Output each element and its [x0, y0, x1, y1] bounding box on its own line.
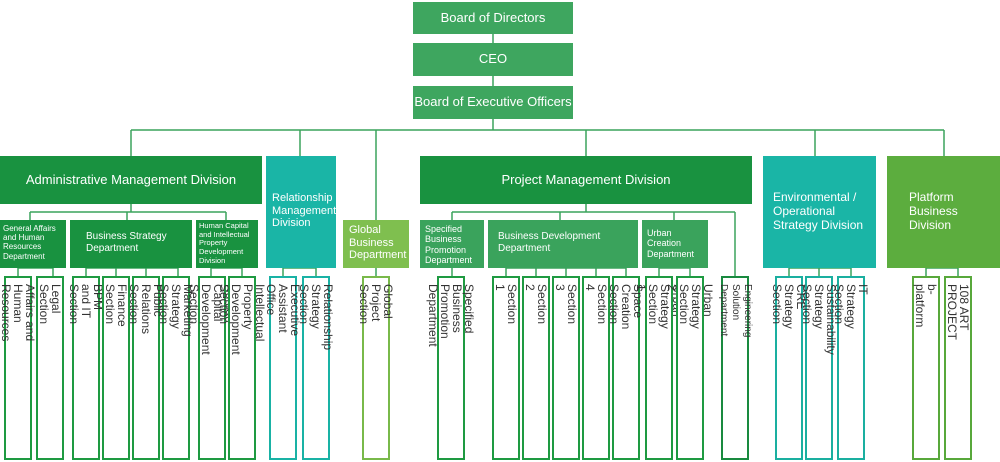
section-b-platform: b-platform [912, 276, 940, 460]
business-development-dept-box: Business Development Department [488, 220, 638, 268]
section-label: Section 1 [493, 284, 519, 325]
section-label: Global Project Section [357, 284, 395, 325]
section-label: Relationship Strategy Section [297, 284, 335, 351]
business-development-dept-label: Business Development Department [498, 231, 601, 254]
section-space-creation: Space Creation Section [607, 276, 645, 460]
section-label: 108 ART PROJECT [945, 284, 971, 341]
section-label: Urban Strategy Section 2 [665, 284, 715, 329]
human-capital-division-label: Human Capital and Intellectual Property … [199, 221, 250, 265]
general-affairs-dept-label: General Affairs and Human Resources Depa… [3, 224, 56, 261]
executive-officers-label: Board of Executive Officers [414, 94, 572, 110]
executive-officers-box: Board of Executive Officers [413, 86, 573, 119]
urban-creation-dept-label: Urban Creation Department [647, 228, 695, 259]
section-label: Section 3 [553, 284, 579, 325]
section-3: Section 3 [552, 276, 580, 460]
section-label: Section 4 [583, 284, 609, 325]
ceo-label: CEO [478, 51, 508, 67]
section-it-strategy: IT Strategy Section [832, 276, 870, 460]
section-human-capital-development: Human Capital Development Section [187, 276, 237, 460]
admin-division-label: Administrative Management Division [25, 171, 237, 187]
relationship-division-box: Relationship Management Division [266, 156, 336, 268]
section-label: IT Strategy Section [832, 284, 870, 329]
section-sustainability-strategy: Sustainability Strategy Section [800, 276, 838, 460]
relationship-division-label: Relationship Management Division [272, 192, 337, 230]
project-division-label: Project Management Division [501, 171, 671, 187]
section-label: Intellectual Property Development Sectio… [217, 284, 267, 355]
section-legal: Legal Section [36, 276, 64, 460]
board-label: Board of Directors [440, 9, 546, 25]
section-label: Legal Section [37, 284, 63, 325]
general-affairs-dept-box: General Affairs and Human Resources Depa… [0, 220, 66, 268]
section-label: BPM and IT Section [67, 284, 105, 325]
global-department-box: Global Business Department [343, 220, 409, 268]
section-marketing-strategy: Marketing Strategy Section [157, 276, 195, 460]
global-department-label: Global Business Department [349, 224, 407, 262]
section-label: Engineering Solution Department [718, 284, 753, 338]
specified-promotion-dept-box: Specified Business Promotion Department [420, 220, 484, 268]
platform-division-box: Platform Business Division [887, 156, 1000, 268]
section-urban-strategy-2: Urban Strategy Section 2 [665, 276, 715, 460]
section-label: b-platform [913, 284, 939, 328]
specified-promotion-dept-label: Specified Business Promotion Department [425, 224, 473, 266]
section-specified-promotion: Specified Business Promotion Department [426, 276, 476, 460]
section-public-relations: Public Relations Section [127, 276, 165, 460]
section-108-art-project: 108 ART PROJECT [944, 276, 972, 460]
section-label: Section 2 [523, 284, 549, 325]
section-relationship-strategy: Relationship Strategy Section [297, 276, 335, 460]
section-executive-assistant: Executive Assistant Office [264, 276, 302, 460]
platform-division-label: Platform Business Division [909, 190, 958, 232]
section-engineering-solution: Engineering Solution Department [718, 276, 753, 460]
section-2: Section 2 [522, 276, 550, 460]
business-strategy-dept-label: Business Strategy Department [86, 231, 167, 254]
board-of-directors-box: Board of Directors [413, 2, 573, 34]
section-label: Executive Assistant Office [264, 284, 302, 337]
human-capital-division-box: Human Capital and Intellectual Property … [196, 220, 258, 268]
environmental-division-box: Environmental / Operational Strategy Div… [763, 156, 876, 268]
section-bpm-it: BPM and IT Section [67, 276, 105, 460]
section-general-affairs-hr: General Affairs and Human Resources Sect… [0, 276, 49, 460]
urban-creation-dept-box: Urban Creation Department [642, 220, 708, 268]
section-label: Finance Section [103, 284, 129, 327]
section-1: Section 1 [492, 276, 520, 460]
section-finance: Finance Section [102, 276, 130, 460]
admin-division-box: Administrative Management Division [0, 156, 262, 204]
project-division-box: Project Management Division [420, 156, 752, 204]
business-strategy-dept-box: Business Strategy Department [70, 220, 192, 268]
section-ip-development: Intellectual Property Development Sectio… [217, 276, 267, 460]
environmental-division-label: Environmental / Operational Strategy Div… [773, 190, 864, 232]
section-global-project: Global Project Section [357, 276, 395, 460]
section-cre-strategy: CRE Strategy Section [770, 276, 808, 460]
ceo-box: CEO [413, 43, 573, 76]
section-urban-strategy-1: Urban Strategy Section 1 [634, 276, 684, 460]
section-label: Specified Business Promotion Department [426, 284, 476, 347]
section-4: Section 4 [582, 276, 610, 460]
